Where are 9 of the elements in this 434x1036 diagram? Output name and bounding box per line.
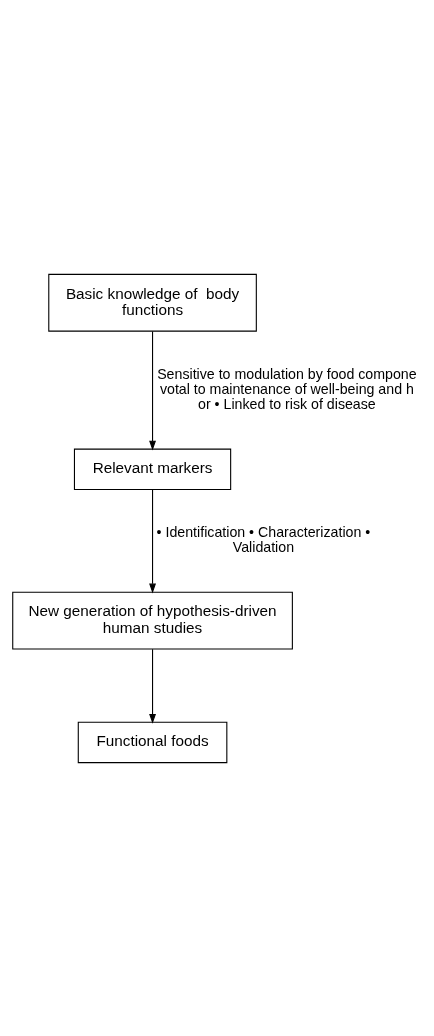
- node-box: Relevant markers: [73, 448, 232, 490]
- node-box: Functional foods: [77, 721, 228, 763]
- arrow: [149, 488, 156, 593]
- arrow: [149, 330, 156, 451]
- arrow: [149, 648, 156, 724]
- node-box: New generation of hypothesis-driven human studies: [12, 591, 293, 650]
- edge-label: • Identification • Characterization • Validation: [156, 523, 371, 555]
- node-box: Basic knowledge of body functions: [48, 273, 257, 332]
- edge-label: Sensitive to modulation by food compone votal to maintenance of well-being and h or • Linked to risk of disease: [157, 365, 417, 412]
